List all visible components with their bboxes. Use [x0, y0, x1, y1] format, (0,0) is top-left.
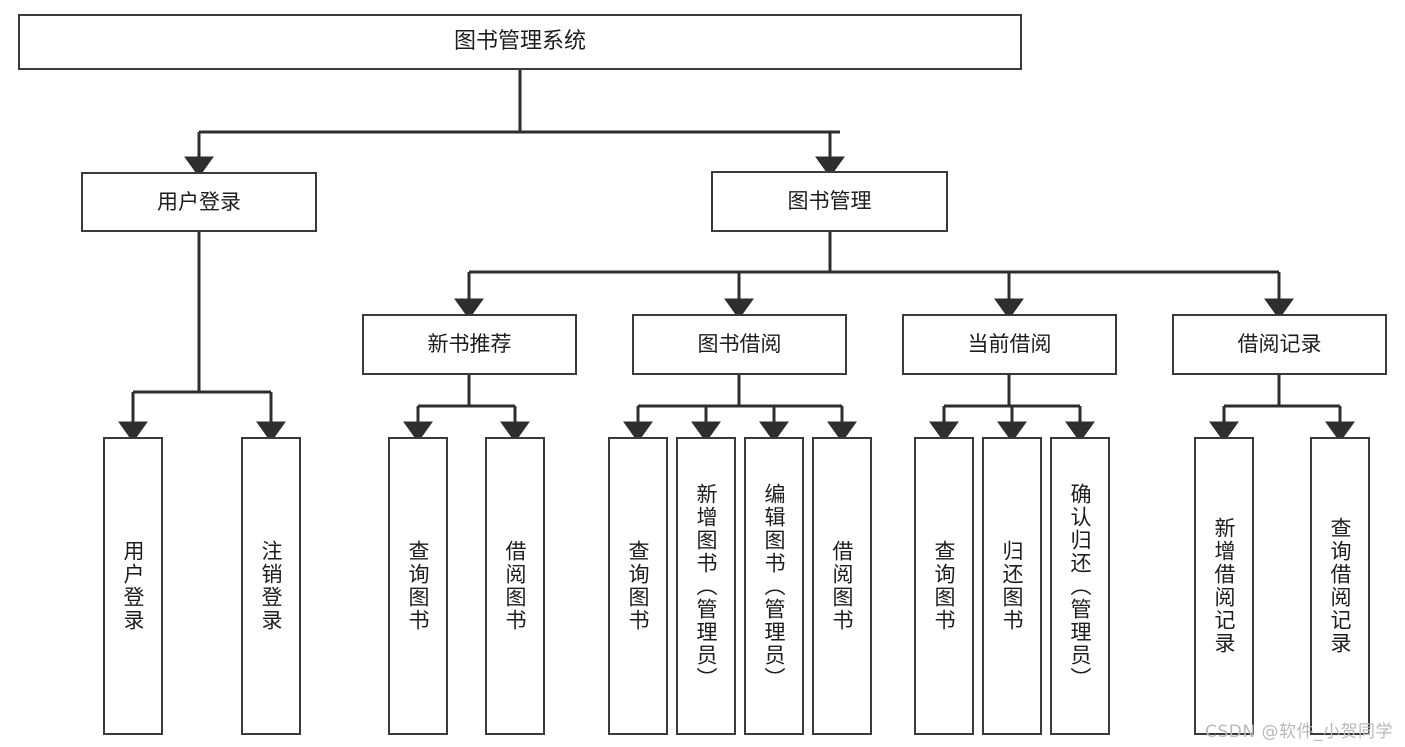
node-leaf-query-book-1-label: 查询图书	[406, 540, 431, 632]
node-leaf-user-login[interactable]: 用户登录	[103, 437, 163, 735]
node-leaf-query-record[interactable]: 查询借阅记录	[1310, 437, 1370, 735]
node-borrow-record-label: 借阅记录	[1237, 332, 1322, 357]
node-new-book-rec-label: 新书推荐	[427, 332, 512, 357]
node-leaf-query-book-2-label: 查询图书	[626, 540, 651, 632]
node-leaf-user-login-label: 用户登录	[121, 540, 146, 632]
node-book-borrow-label: 图书借阅	[697, 332, 782, 357]
node-leaf-borrow-book-2-label: 借阅图书	[830, 540, 855, 632]
node-leaf-add-record-label: 新增借阅记录	[1212, 517, 1237, 655]
node-leaf-query-book-1[interactable]: 查询图书	[388, 437, 448, 735]
node-leaf-edit-book[interactable]: 编辑图书（管理员）	[744, 437, 804, 735]
node-leaf-edit-book-label: 编辑图书（管理员）	[762, 482, 787, 690]
node-leaf-add-book[interactable]: 新增图书（管理员）	[676, 437, 736, 735]
node-book-borrow[interactable]: 图书借阅	[632, 314, 847, 375]
node-user-login-label: 用户登录	[157, 189, 241, 214]
node-book-manage-label: 图书管理	[787, 189, 872, 214]
node-user-login[interactable]: 用户登录	[81, 172, 317, 232]
node-leaf-confirm-return[interactable]: 确认归还（管理员）	[1050, 437, 1110, 735]
node-book-manage[interactable]: 图书管理	[711, 171, 948, 232]
watermark-text: CSDN @软件_小贺同学	[1205, 722, 1393, 742]
node-leaf-borrow-book-1[interactable]: 借阅图书	[485, 437, 545, 735]
node-leaf-confirm-return-label: 确认归还（管理员）	[1068, 482, 1093, 690]
node-leaf-user-logout-label: 注销登录	[259, 540, 284, 632]
node-leaf-query-record-label: 查询借阅记录	[1328, 517, 1353, 655]
node-leaf-query-book-2[interactable]: 查询图书	[608, 437, 668, 735]
node-leaf-query-book-3-label: 查询图书	[932, 540, 957, 632]
node-leaf-return-book[interactable]: 归还图书	[982, 437, 1042, 735]
node-borrow-record[interactable]: 借阅记录	[1172, 314, 1387, 375]
node-leaf-borrow-book-2[interactable]: 借阅图书	[812, 437, 872, 735]
node-current-borrow[interactable]: 当前借阅	[902, 314, 1117, 375]
node-current-borrow-label: 当前借阅	[967, 332, 1052, 357]
node-root[interactable]: 图书管理系统	[18, 14, 1022, 70]
node-leaf-return-book-label: 归还图书	[1000, 540, 1025, 632]
node-new-book-rec[interactable]: 新书推荐	[362, 314, 577, 375]
node-leaf-query-book-3[interactable]: 查询图书	[914, 437, 974, 735]
node-root-label: 图书管理系统	[453, 29, 586, 55]
node-leaf-add-record[interactable]: 新增借阅记录	[1194, 437, 1254, 735]
node-leaf-user-logout[interactable]: 注销登录	[241, 437, 301, 735]
node-leaf-borrow-book-1-label: 借阅图书	[503, 540, 528, 632]
node-leaf-add-book-label: 新增图书（管理员）	[694, 482, 719, 690]
